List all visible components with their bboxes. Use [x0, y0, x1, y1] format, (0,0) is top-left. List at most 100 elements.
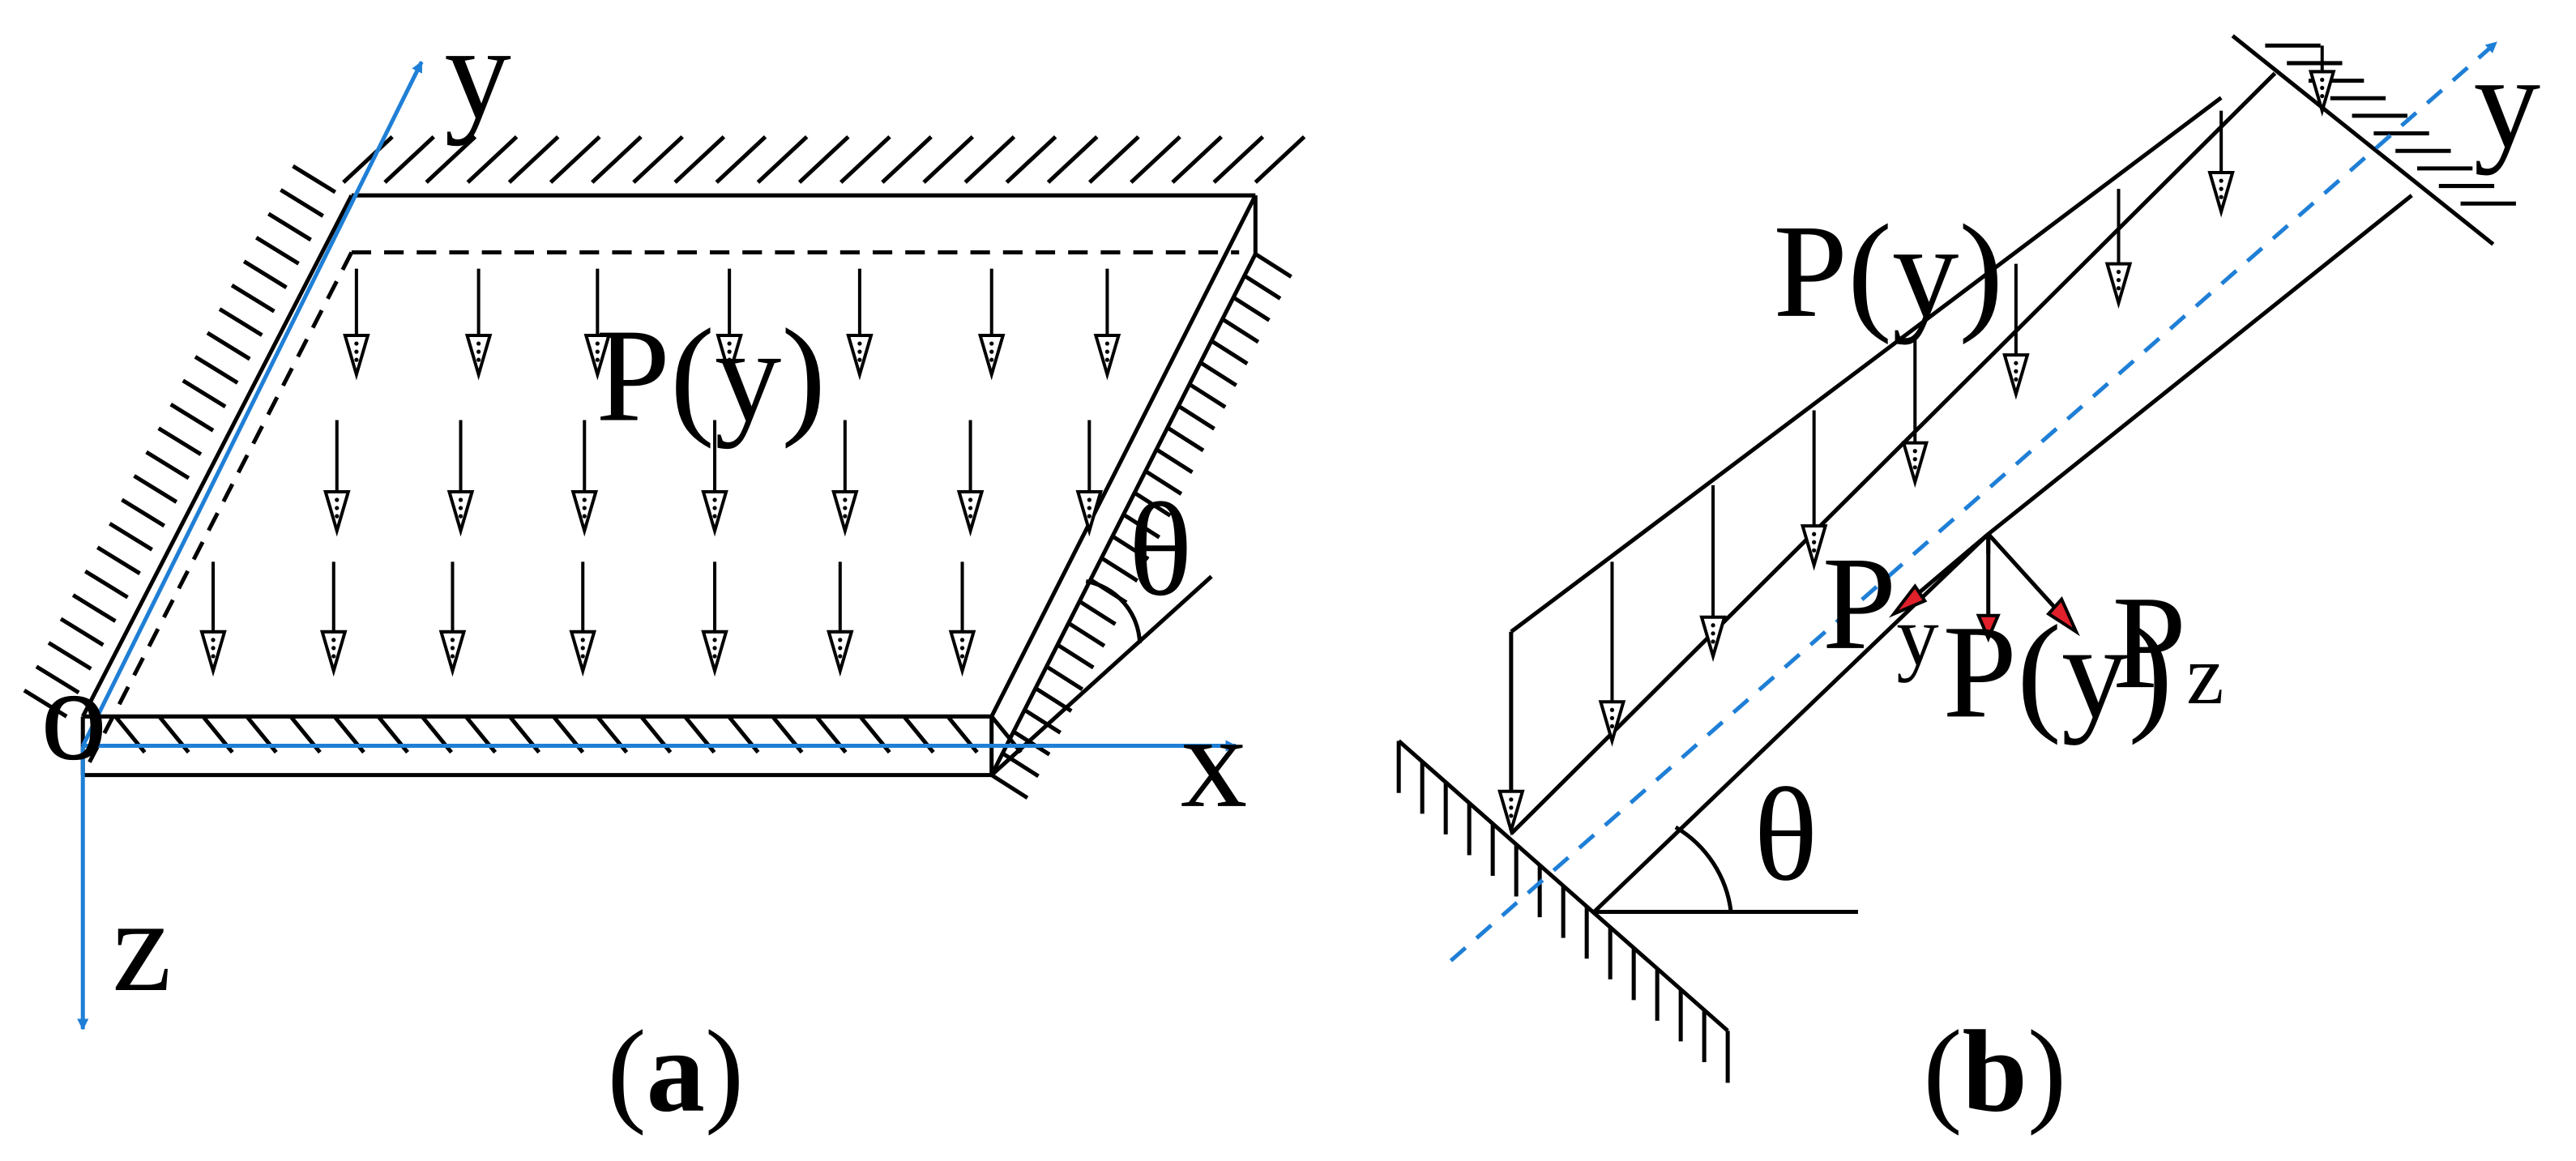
- arrow-down-icon: [948, 561, 976, 677]
- hatch-mark: [1212, 134, 1265, 184]
- arrow-down-icon: [701, 561, 728, 677]
- hatch-mark: [292, 164, 337, 194]
- fixed-support-hatch-left: [23, 164, 337, 719]
- arrow-down-icon: [323, 420, 351, 537]
- hatch-mark: [1243, 274, 1282, 301]
- hatch-mark: [1023, 708, 1062, 735]
- axis-label-y: y: [444, 0, 511, 147]
- hatch-mark: [922, 134, 975, 184]
- arrow-down-icon: [846, 268, 874, 381]
- distributed-load-arrows-b: [1497, 45, 2336, 837]
- hatch-mark: [218, 307, 263, 337]
- inclined-beam-outline: [1397, 34, 2495, 1033]
- load-label: P(y): [596, 301, 826, 450]
- hatch-mark: [267, 211, 312, 242]
- hatch-mark: [230, 283, 276, 314]
- hatch-mark: [1188, 382, 1227, 409]
- arrow-down-icon: [1598, 561, 1626, 747]
- hatch-mark: [47, 641, 92, 671]
- hatch-mark: [839, 134, 891, 184]
- hatch-mark: [1199, 361, 1238, 387]
- hatch-mark: [1111, 534, 1150, 561]
- arrow-down-icon: [1901, 339, 1929, 489]
- arrow-down-icon: [2002, 263, 2030, 400]
- hatch-mark: [1067, 621, 1106, 648]
- hidden-edges: [81, 250, 1240, 776]
- arrow-down-icon: [1699, 484, 1727, 663]
- hatch-mark: [1005, 134, 1057, 184]
- y-axis: [80, 61, 424, 747]
- hatch-mark: [194, 355, 239, 385]
- arrow-down-icon: [583, 268, 612, 381]
- hatch-mark: [383, 134, 435, 184]
- load-label-top: P(y): [1773, 197, 2003, 345]
- arrow-down-icon: [2104, 189, 2133, 309]
- coordinate-axis-b: [1449, 41, 2498, 963]
- hatch-mark: [1166, 425, 1205, 453]
- panel-b-beam-section: y P(y) Py Pz P(y) θ (b): [1396, 28, 2540, 1137]
- hatch-mark: [23, 689, 68, 719]
- hatch-mark: [466, 134, 519, 184]
- arrow-down-icon: [827, 561, 854, 677]
- arrow-down-icon: [2308, 45, 2336, 117]
- hatch-mark: [1046, 134, 1099, 184]
- hatch-mark: [507, 134, 560, 184]
- hatch-mark: [1210, 339, 1249, 365]
- hatch-mark: [1177, 403, 1215, 431]
- hatch-mark: [133, 474, 178, 504]
- fixed-support-hatch-right: [990, 252, 1292, 800]
- arrow-down-icon: [446, 420, 475, 537]
- hatch-mark: [121, 497, 166, 528]
- py-arrowhead: [1888, 583, 1928, 618]
- hatch-mark: [182, 378, 227, 409]
- hatch-mark: [881, 134, 933, 184]
- hatch-mark: [1171, 134, 1223, 184]
- hatch-mark: [96, 545, 141, 575]
- arrow-down-icon: [1075, 420, 1104, 537]
- arrow-down-icon: [1093, 268, 1121, 381]
- caption-a: (a): [607, 1007, 744, 1137]
- arrow-down-icon: [831, 420, 859, 537]
- hatch-mark: [169, 403, 215, 433]
- hatch-mark: [549, 134, 601, 184]
- caption-b: (b): [1923, 1007, 2066, 1137]
- angle-label-b: θ: [1754, 760, 1818, 908]
- hatch-mark: [1001, 751, 1040, 779]
- hatch-mark: [1087, 134, 1140, 184]
- hatch-mark: [1144, 469, 1183, 496]
- axis-label-z: z: [112, 871, 171, 1019]
- hatch-mark: [1056, 642, 1095, 670]
- load-label-vector: P(y): [1942, 597, 2172, 745]
- arrow-down-icon: [343, 268, 370, 381]
- hatch-mark: [632, 134, 684, 184]
- hatch-mark: [342, 134, 394, 184]
- hatch-mark: [1122, 512, 1161, 540]
- arrow-down-icon: [569, 561, 596, 677]
- hatch-mark: [145, 450, 190, 480]
- hatch-mark: [1232, 296, 1271, 322]
- hatch-mark: [1045, 664, 1084, 691]
- hatch-mark: [797, 134, 850, 184]
- component-py-label: Py: [1822, 529, 1939, 683]
- axis-label-y-b: y: [2474, 28, 2540, 176]
- hatch-mark: [1221, 317, 1260, 344]
- hatch-mark: [280, 188, 324, 218]
- hatch-mark: [425, 134, 477, 184]
- component-arrowheads: [1888, 583, 2080, 642]
- arrow-down-icon: [956, 420, 985, 537]
- arrow-down-icon: [199, 561, 227, 677]
- arrow-down-icon: [977, 268, 1006, 381]
- arrow-down-icon: [701, 420, 728, 537]
- arrow-down-icon: [319, 561, 348, 677]
- hatch-mark: [1100, 556, 1138, 583]
- p-arrowhead: [1976, 613, 2001, 642]
- hatch-mark: [715, 134, 767, 184]
- arrow-down-icon: [1800, 410, 1828, 571]
- y-axis-b: [1449, 41, 2498, 963]
- angle-label: θ: [1129, 476, 1193, 624]
- fixed-support-hatch-lower: [1396, 741, 1730, 1083]
- fixed-support-hatch-top: [342, 134, 1306, 184]
- hatch-mark: [206, 331, 251, 361]
- hatch-mark: [673, 134, 726, 184]
